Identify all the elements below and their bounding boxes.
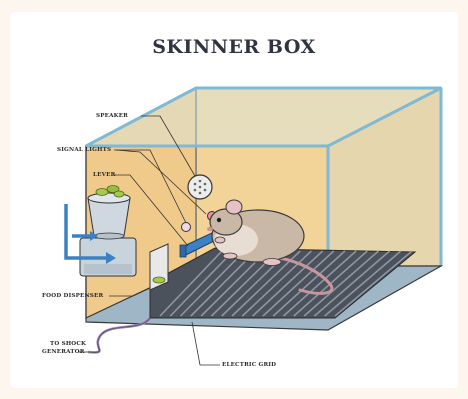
label-speaker: SPEAKER xyxy=(96,113,128,119)
label-generator: GENERATOR xyxy=(42,349,85,355)
signal-light-left xyxy=(182,223,191,232)
label-lever: LEVER xyxy=(93,172,115,178)
speaker-hole xyxy=(194,183,197,186)
label-signal-lights: SIGNAL LIGHTS xyxy=(57,147,111,153)
speaker-hole xyxy=(199,186,202,189)
speaker-icon xyxy=(188,175,212,199)
speaker-hole xyxy=(199,180,202,183)
label-food-dispenser: FOOD DISPENSER xyxy=(42,293,103,299)
speaker-hole xyxy=(204,183,207,186)
speaker-hole xyxy=(199,192,202,195)
label-to-shock: TO SHOCK xyxy=(50,341,86,347)
speaker-hole xyxy=(194,189,197,192)
food-dispenser-slot xyxy=(150,244,168,290)
speaker-hole xyxy=(204,189,207,192)
label-electric-grid: ELECTRIC GRID xyxy=(222,362,276,368)
